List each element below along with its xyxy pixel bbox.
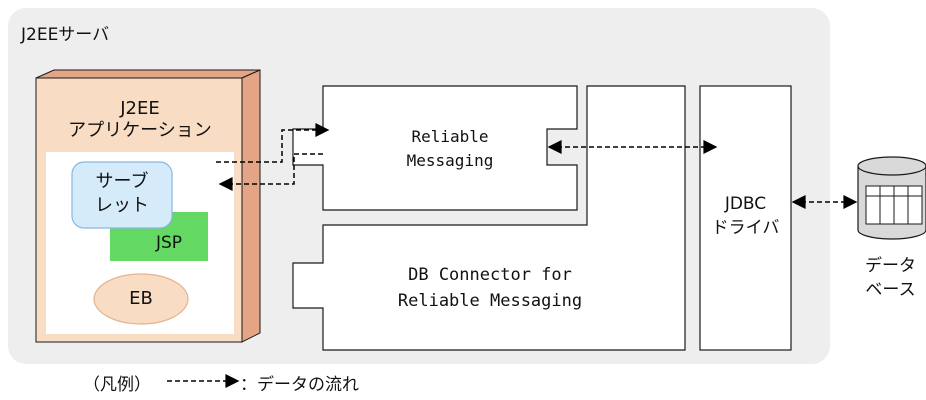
jsp-label: JSP (156, 233, 183, 253)
db-connector-line2: Reliable Messaging (397, 291, 583, 311)
jdbc-label: JDBC ドライバ (700, 192, 791, 240)
servlet-label-line2: レット (95, 195, 149, 216)
database-label: データ ベース (855, 254, 926, 302)
eb-label: EB (129, 288, 153, 309)
eb-ellipse (93, 273, 189, 325)
db-connector-line1: DB Connector for (408, 265, 572, 285)
j2ee-server-label: J2EEサーバ (21, 25, 110, 45)
database-cylinder-icon (857, 156, 926, 240)
legend-prefix: （凡例） (83, 375, 151, 395)
flow-arrow-servlet-to-rm (216, 123, 330, 163)
database-line2: ベース (865, 280, 916, 300)
reliable-messaging-line1: Reliable (411, 127, 489, 146)
reliable-messaging-line2: Messaging (406, 151, 494, 170)
servlet-box (71, 161, 173, 229)
database-line1: データ (865, 256, 916, 276)
flow-arrow-rm-to-servlet (218, 153, 323, 191)
reliable-messaging-label: Reliable Messaging (370, 125, 530, 173)
jdbc-line1: JDBC (724, 194, 767, 214)
legend-suffix: ：データの流れ (240, 375, 359, 395)
jdbc-line2: ドライバ (711, 218, 780, 238)
application-title: J2EE アプリケーション (46, 98, 234, 142)
servlet-label-line1: サーブ (95, 171, 149, 192)
servlet-label: サーブ レット (72, 170, 172, 218)
application-title-line1: J2EE (120, 98, 160, 119)
db-connector-label: DB Connector for Reliable Messaging (360, 262, 620, 314)
reliable-messaging-box (292, 85, 578, 211)
jdbc-driver-box (699, 85, 792, 351)
application-title-line2: アプリケーション (68, 120, 212, 141)
